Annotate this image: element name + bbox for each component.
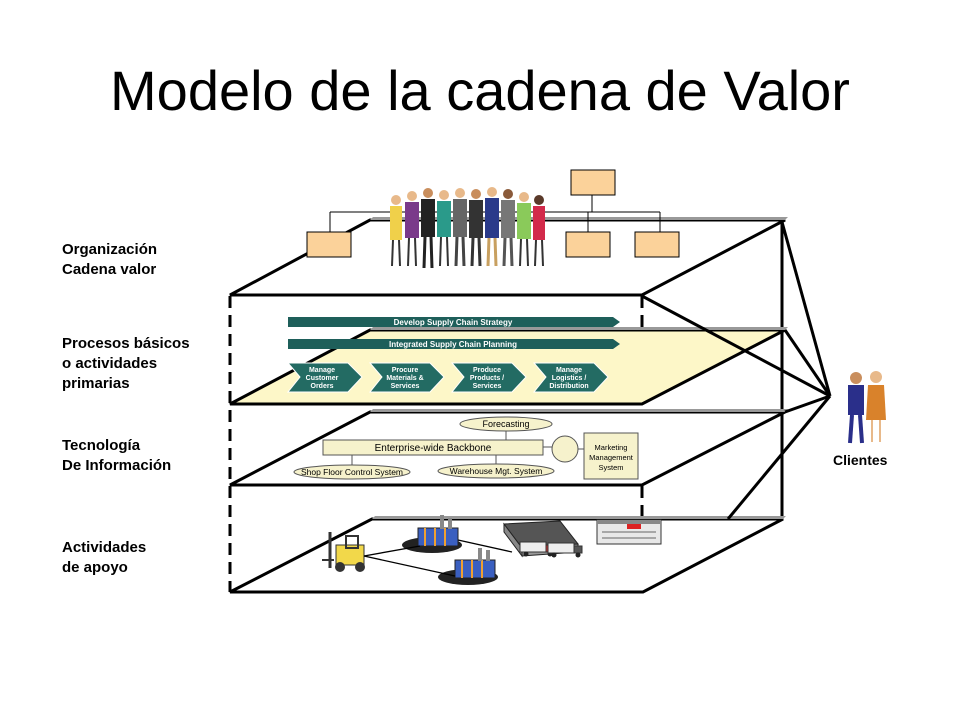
team-people-icon [390,187,545,269]
store-icon [596,519,662,545]
clientes-label: Clientes [833,452,888,468]
label-line: Tecnología [62,437,141,454]
label-line: de apoyo [62,559,128,576]
strategy-bar-label: Develop Supply Chain Strategy [394,318,513,327]
process-step-4: Manage Logistics / Distribution [532,362,609,393]
process-step-3: Produce Products / Services [450,362,527,393]
layer-apoyo [229,515,786,594]
step-label-line: Logistics / [552,375,587,382]
truck-icon [547,542,583,558]
step-label-line: Customer [306,375,339,382]
marketing-label-line: System [598,463,623,472]
step-label-line: Manage [309,367,335,374]
org-chart [306,169,680,258]
backbone-node: Enterprise-wide Backbone [322,435,584,466]
step-label-line: Products / [470,375,504,382]
label-tecnologia: Tecnología De Información [62,436,171,476]
warehouse-system-node: Warehouse Mgt. System [437,463,555,479]
label-line: Procesos básicos [62,335,190,352]
planning-bar: Integrated Supply Chain Planning [288,339,620,349]
forecasting-label: Forecasting [482,419,529,429]
layer-tecnologia: Forecasting Enterprise-wide Backbone Sho… [229,409,788,487]
shop-floor-node: Shop Floor Control System [293,464,411,480]
factory-icon [438,548,498,585]
step-label-line: Manage [556,367,582,374]
planning-bar-label: Integrated Supply Chain Planning [389,340,517,349]
label-line: Actividades [62,539,147,556]
label-apoyo: Actividades de apoyo [62,538,146,578]
page-title: Modelo de la cadena de Valor [110,59,850,122]
label-line: primarias [62,375,130,392]
warehouse-system-label: Warehouse Mgt. System [450,466,543,476]
marketing-label-line: Management [589,453,634,462]
label-line: De Información [62,457,172,474]
connector-lines [363,539,513,577]
process-steps: Manage Customer Orders Procure Materials… [286,362,609,393]
process-step-2: Procure Materials & Services [368,362,445,393]
factory-icon [402,515,462,553]
label-line: Organización [62,241,158,258]
step-label-line: Produce [473,367,501,374]
forklift-icon [322,532,365,572]
marketing-label-line: Marketing [595,443,628,452]
client-connector-lines [641,221,832,520]
forecasting-node: Forecasting [459,416,553,440]
layer-organizacion [229,169,788,297]
strategy-bar: Develop Supply Chain Strategy [288,317,620,327]
shop-floor-label: Shop Floor Control System [301,467,403,477]
label-line: Cadena valor [62,261,157,278]
step-label-line: Distribution [549,383,588,390]
step-label-line: Materials & [386,375,423,382]
process-step-1: Manage Customer Orders [286,362,363,393]
step-label-line: Services [473,383,502,390]
step-label-line: Orders [311,383,334,390]
label-procesos: Procesos básicos o actividades primarias [62,334,190,394]
label-organizacion: Organización Cadena valor [62,240,157,280]
clients-icon [848,371,886,444]
layer-procesos: Develop Supply Chain Strategy Integrated… [229,317,788,406]
step-label-line: Procure [392,367,419,374]
backbone-label: Enterprise-wide Backbone [375,443,492,454]
step-label-line: Services [391,383,420,390]
marketing-system-node: Marketing Management System [583,432,639,480]
label-line: o actividades [62,355,158,372]
